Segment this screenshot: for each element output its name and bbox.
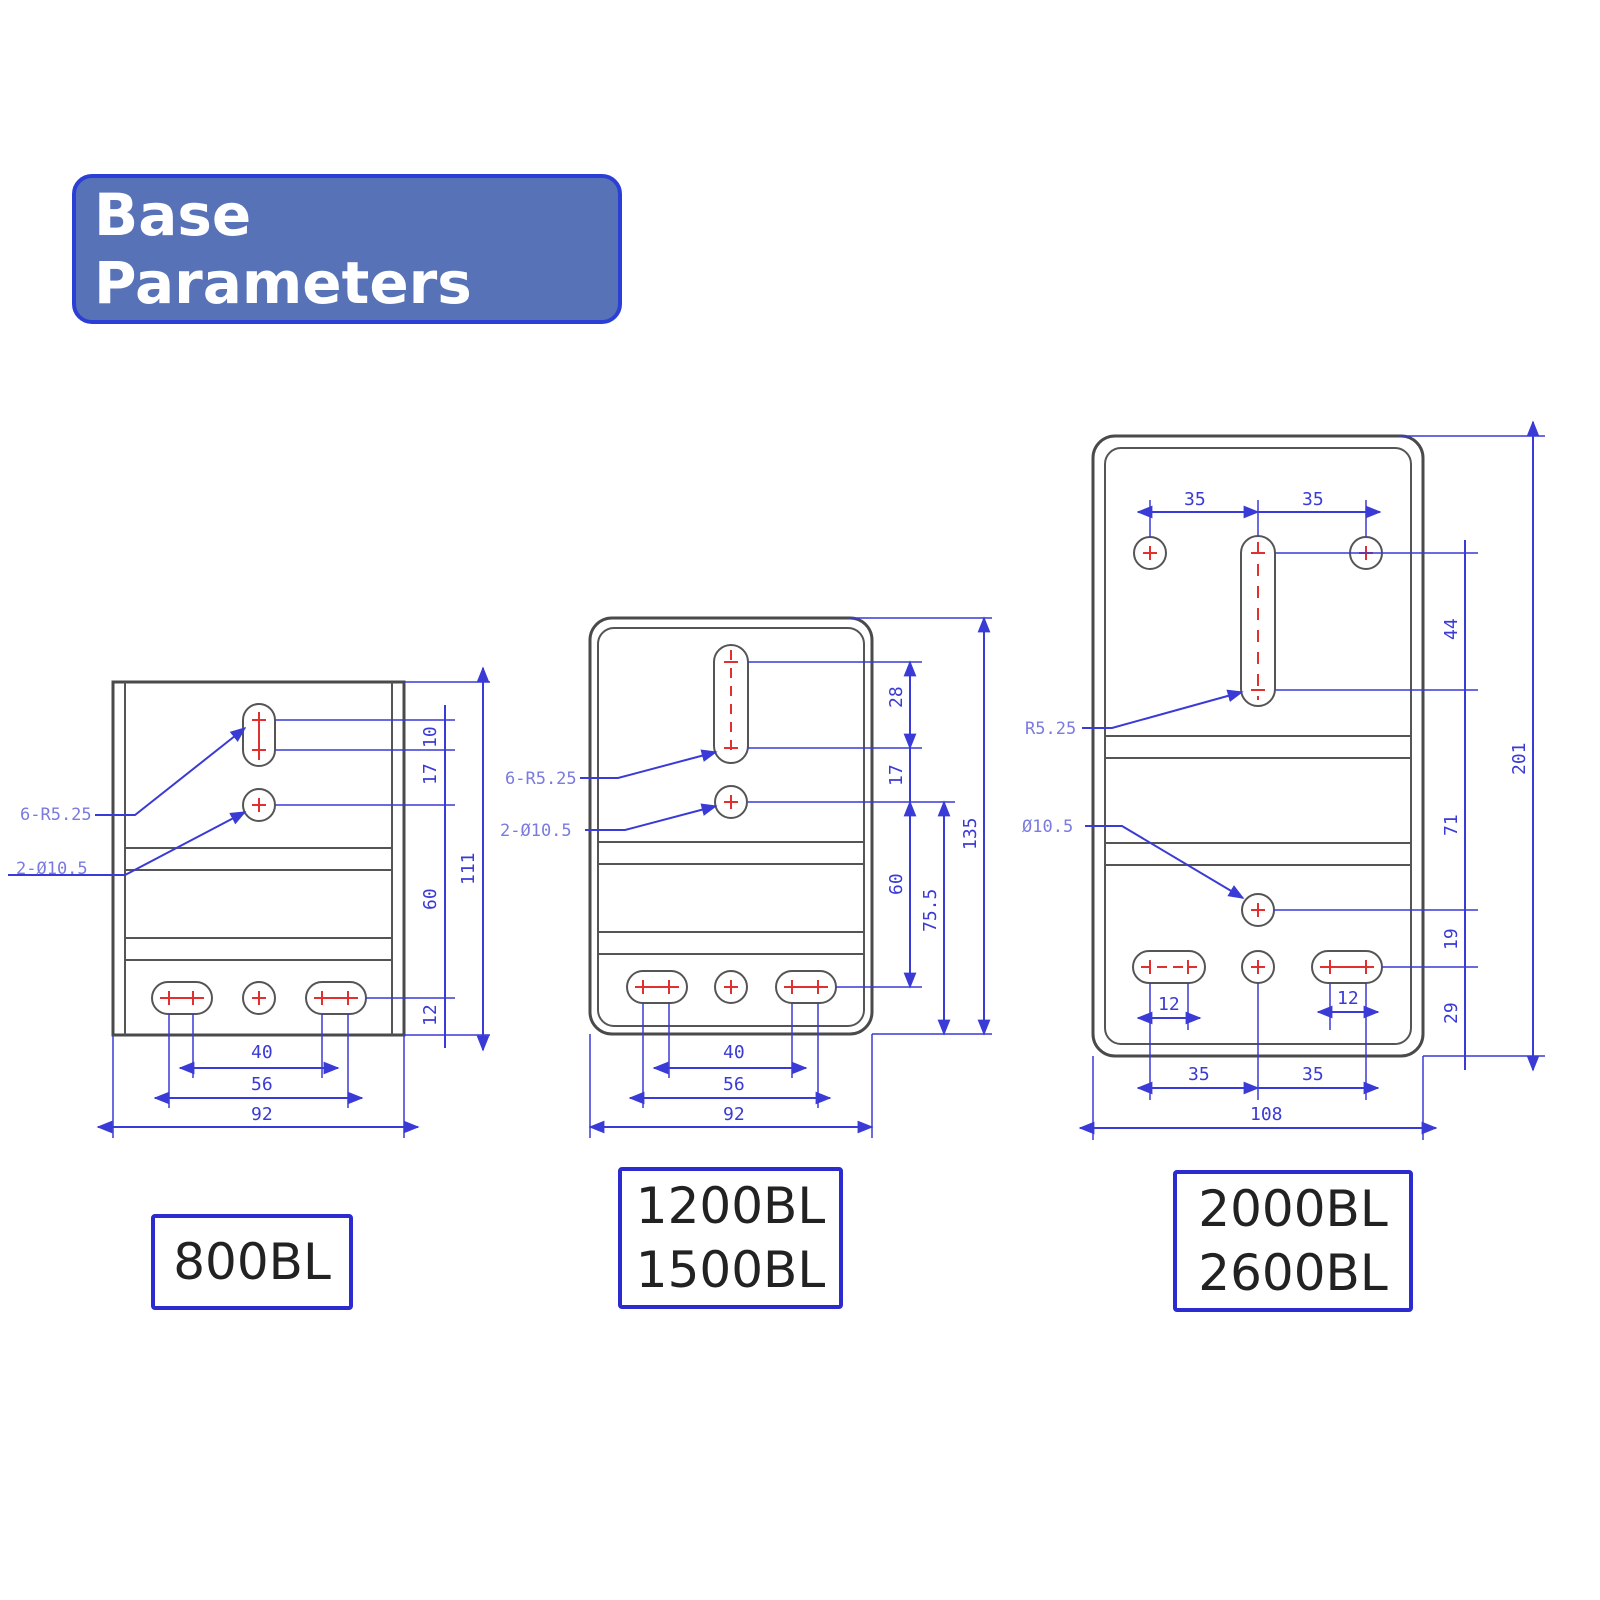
dim-bottom-35-left: 35 — [1188, 1064, 1210, 1085]
callout-hole-diameter: 2-Ø10.5 — [16, 859, 88, 879]
bottom-hole — [714, 970, 748, 1004]
base-plate-outline — [111, 680, 406, 1037]
bottom-slot-left — [626, 970, 688, 1004]
dim-40: 40 — [251, 1042, 273, 1063]
dim-12-left: 12 — [1158, 994, 1180, 1015]
model-name: 1200BL — [635, 1177, 826, 1235]
dim-60: 60 — [886, 873, 907, 895]
page-title: Base Parameters — [94, 181, 472, 317]
callout-hole-diameter: Ø10.5 — [1022, 817, 1073, 837]
dim-111: 111 — [458, 852, 479, 885]
model-name: 2600BL — [1198, 1244, 1388, 1302]
dim-75-5: 75.5 — [920, 889, 941, 932]
vertical-slot — [713, 644, 749, 764]
callout-hole-diameter: 2-Ø10.5 — [500, 821, 572, 841]
dim-28: 28 — [886, 686, 907, 708]
dim-92: 92 — [251, 1104, 273, 1125]
bottom-slot-left — [151, 981, 213, 1015]
bottom-hole — [242, 981, 276, 1015]
dim-bottom-35-right: 35 — [1302, 1064, 1324, 1085]
dim-92: 92 — [723, 1104, 745, 1125]
dim-12-right: 12 — [1337, 988, 1359, 1009]
dim-12: 12 — [420, 1004, 441, 1026]
dim-top-35-right: 35 — [1302, 489, 1324, 510]
dim-10: 10 — [420, 726, 441, 748]
dim-108: 108 — [1250, 1104, 1283, 1125]
model-label-1200bl-1500bl: 1200BL 1500BL — [618, 1167, 843, 1309]
dim-19: 19 — [1441, 928, 1462, 950]
model-name: 800BL — [173, 1233, 331, 1291]
drawing-2000bl: 35 35 44 71 19 29 201 12 12 35 35 108 R5… — [1022, 420, 1545, 1140]
model-label-800bl: 800BL — [151, 1214, 353, 1310]
dim-56: 56 — [723, 1074, 745, 1095]
base-plate-outline — [588, 616, 874, 1036]
model-name: 2000BL — [1198, 1180, 1388, 1238]
dim-29: 29 — [1441, 1002, 1462, 1024]
dim-17: 17 — [420, 763, 441, 785]
dim-56: 56 — [251, 1074, 273, 1095]
drawing-1200bl: 28 17 60 75.5 135 40 56 92 6-R5.25 2-Ø10… — [500, 616, 992, 1138]
dim-71: 71 — [1441, 814, 1462, 836]
drawing-800bl: 10 17 60 12 111 40 56 92 6-R5.25 2-Ø10.5 — [8, 666, 490, 1138]
dim-40: 40 — [723, 1042, 745, 1063]
dim-60: 60 — [420, 888, 441, 910]
dim-17: 17 — [886, 764, 907, 786]
callout-slot-radius: 6-R5.25 — [20, 805, 92, 825]
title-banner: Base Parameters — [72, 174, 622, 324]
mount-hole — [714, 785, 748, 819]
callout-slot-radius: R5.25 — [1025, 719, 1076, 739]
dim-201: 201 — [1509, 742, 1530, 775]
dim-135: 135 — [960, 817, 981, 850]
dim-top-35-left: 35 — [1184, 489, 1206, 510]
callout-slot-radius: 6-R5.25 — [505, 769, 577, 789]
model-name: 1500BL — [635, 1241, 826, 1299]
model-label-2000bl-2600bl: 2000BL 2600BL — [1173, 1170, 1413, 1312]
dim-44: 44 — [1441, 618, 1462, 640]
bottom-slot-left — [1132, 950, 1206, 984]
